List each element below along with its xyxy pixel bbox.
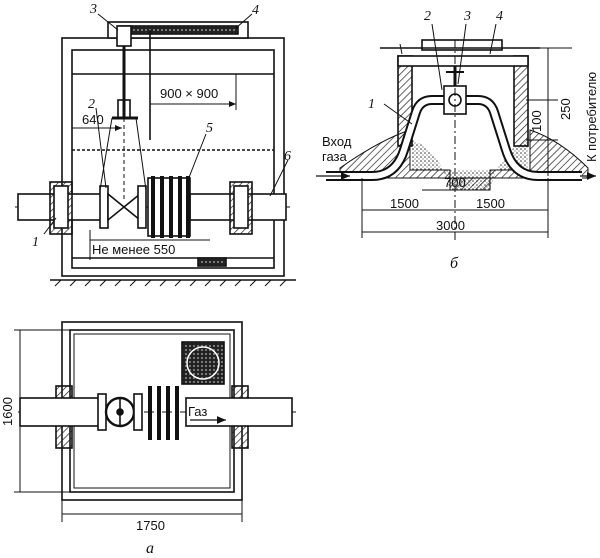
view-b-section: [316, 39, 596, 240]
flow-label-gas: Газ: [188, 404, 207, 419]
dim-1500-right: 1500: [476, 196, 505, 211]
caption-a: а: [146, 540, 154, 557]
view-a-plan: [14, 321, 296, 522]
view-a-section: [15, 21, 296, 287]
view-b-leaders: [383, 23, 497, 125]
callout-4: 4: [252, 3, 259, 18]
dim-250: 250: [558, 98, 573, 120]
dim-hatch-size: 900 × 900: [160, 86, 218, 101]
inlet-label-line1: Вход: [322, 134, 352, 149]
b-callout-4: 4: [496, 9, 503, 24]
callout-3: 3: [89, 2, 97, 17]
b-callout-1: 1: [368, 97, 375, 112]
dim-1500-left: 1500: [390, 196, 419, 211]
caption-b: б: [450, 255, 459, 272]
dim-width-1750: 1750: [136, 518, 165, 533]
callout-1: 1: [32, 235, 39, 250]
dim-700: 700: [444, 175, 466, 190]
outlet-label: К потребителю: [584, 72, 599, 162]
view-a-leaders: [43, 13, 289, 235]
b-callout-3: 3: [463, 9, 471, 24]
callout-2: 2: [88, 97, 95, 112]
dim-height-1600: 1600: [0, 397, 15, 426]
dim-100: 100: [529, 110, 544, 132]
inlet-label-line2: газа: [322, 149, 348, 164]
callout-5: 5: [206, 121, 213, 136]
dim-min-clearance: Не менее 550: [92, 242, 175, 257]
callout-6: 6: [284, 149, 291, 164]
b-callout-2: 2: [424, 9, 431, 24]
dim-3000: 3000: [436, 218, 465, 233]
dim-640: 640: [82, 112, 104, 127]
